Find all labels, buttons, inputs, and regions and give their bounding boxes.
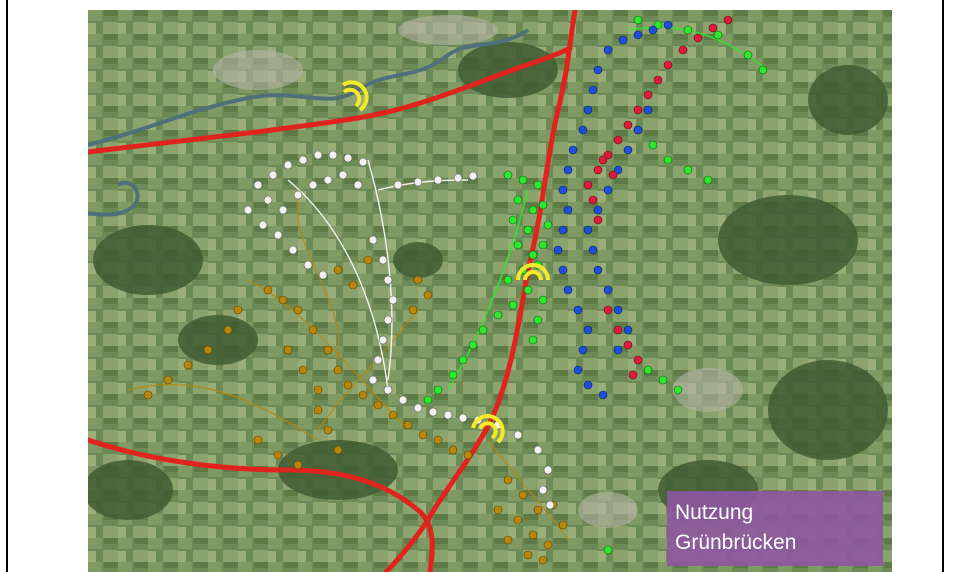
river [88,28,530,217]
track-ochre [127,189,569,565]
slide-right-border [942,0,944,572]
settlement-patches [213,15,743,528]
track-white [243,150,555,510]
wildlife-overpass-icon [471,414,505,444]
label-line-1: Nutzung [675,501,754,524]
track-green [423,15,769,555]
wildlife-overpass-icon [516,263,550,281]
label-line-2: Grünbrücken [675,531,797,554]
wildlife-overpass-icon [341,80,369,112]
map-label: Nutzung Grünbrücken [667,491,883,566]
slide-left-border [6,0,8,572]
satellite-map [88,10,892,572]
motorways [88,10,578,572]
forest-patches [88,42,888,520]
track-red [583,15,733,380]
